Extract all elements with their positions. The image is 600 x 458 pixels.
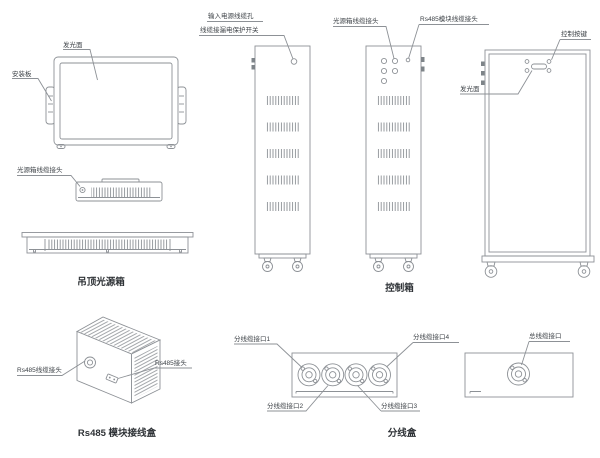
ceiling-light-box-bottom-view [21,232,194,254]
label-bus-cable-port: 总线缆接口 [529,333,562,340]
distribution-box-bottom-view [234,342,459,412]
label-leakage-protection-switch: 线缆接漏电保护开关 [200,27,259,34]
label-input-power-cable-hole: 输入电源线缆孔 [208,13,254,20]
control-cabinet-front-view [460,39,595,278]
caption-distribution-box: 分线盒 [387,428,417,439]
label-panel-light-face: 发光面 [63,41,83,49]
label-control-buttons: 控制按键 [561,31,587,38]
label-branch-port-1: 分线缆接口1 [234,335,271,343]
control-cabinet-back-view [333,24,489,272]
label-rs485-connector: Rs485接头 [155,359,187,367]
label-branch-port-4: 分线缆接口4 [413,334,450,341]
label-light-box-cable-connector: 光源箱线缆接头 [17,167,63,174]
label-branch-port-2: 分线缆接口2 [267,402,304,410]
rs485-junction-box-isometric [17,316,192,404]
label-mounting-plate: 安装板 [12,70,32,78]
label-branch-port-3: 分线缆接口3 [381,402,418,410]
control-cabinet-side-view [199,21,311,272]
label-rs485-module-cable-connector: Rs485模块线缆接头 [420,16,478,23]
label-light-box-cable-connector-back: 光源箱线缆接头 [333,18,379,25]
distribution-box-top-view [464,341,574,398]
caption-rs485-junction-box: Rs485 模块接线盒 [77,428,157,439]
light-box-connector-side-view [17,175,163,202]
label-rs485-cable-connector: Rs485线缆接头 [17,366,62,374]
label-cabinet-light-face: 发光面 [460,85,480,93]
ceiling-light-panel-front-view [12,49,187,149]
caption-control-box: 控制箱 [385,283,414,294]
caption-ceiling-light-box: 吊顶光源箱 [77,277,125,288]
